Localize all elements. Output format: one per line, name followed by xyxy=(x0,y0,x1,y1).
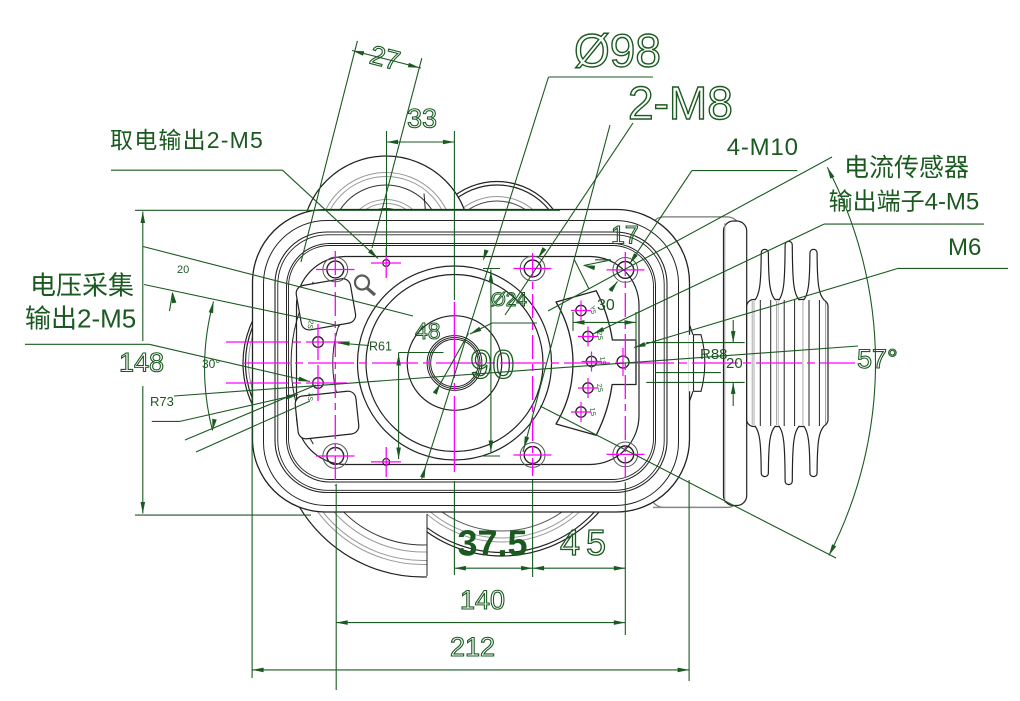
svg-text:33: 33 xyxy=(407,104,437,134)
svg-text:M6: M6 xyxy=(948,234,981,261)
svg-text:17: 17 xyxy=(611,222,639,250)
svg-text:57°: 57° xyxy=(857,344,898,374)
svg-text:电流传感器: 电流传感器 xyxy=(844,154,969,182)
svg-text:37.5: 37.5 xyxy=(457,523,527,564)
svg-text:30: 30 xyxy=(597,297,615,314)
svg-text:1S: 1S xyxy=(588,407,596,417)
svg-text:2-M8: 2-M8 xyxy=(628,77,733,129)
svg-text:20: 20 xyxy=(726,355,743,372)
svg-text:R61: R61 xyxy=(369,340,392,354)
svg-text:140: 140 xyxy=(460,585,505,615)
svg-text:Y5: Y5 xyxy=(588,305,596,315)
svg-text:取电输出2-M5: 取电输出2-M5 xyxy=(110,127,264,153)
svg-text:4-M10: 4-M10 xyxy=(727,134,799,161)
svg-text:212: 212 xyxy=(450,632,495,662)
svg-text:1S: 1S xyxy=(598,356,606,366)
svg-text:Ø24: Ø24 xyxy=(491,290,527,311)
svg-text:2S: 2S xyxy=(305,320,313,330)
svg-text:30°: 30° xyxy=(202,357,220,371)
svg-text:20: 20 xyxy=(177,264,189,276)
svg-text:2S: 2S xyxy=(595,383,603,393)
svg-text:45: 45 xyxy=(560,522,612,563)
svg-text:电压采集: 电压采集 xyxy=(30,271,134,301)
svg-text:148: 148 xyxy=(119,348,164,378)
svg-text:90: 90 xyxy=(470,343,515,387)
svg-text:输出端子4-M5: 输出端子4-M5 xyxy=(829,189,980,216)
svg-text:R88: R88 xyxy=(700,346,728,363)
svg-text:Ø98: Ø98 xyxy=(574,25,661,77)
svg-text:1S: 1S xyxy=(305,392,313,402)
svg-text:输出2-M5: 输出2-M5 xyxy=(25,304,136,334)
svg-text:2S: 2S xyxy=(595,331,603,341)
svg-text:R73: R73 xyxy=(150,394,174,409)
svg-text:48: 48 xyxy=(415,318,441,344)
